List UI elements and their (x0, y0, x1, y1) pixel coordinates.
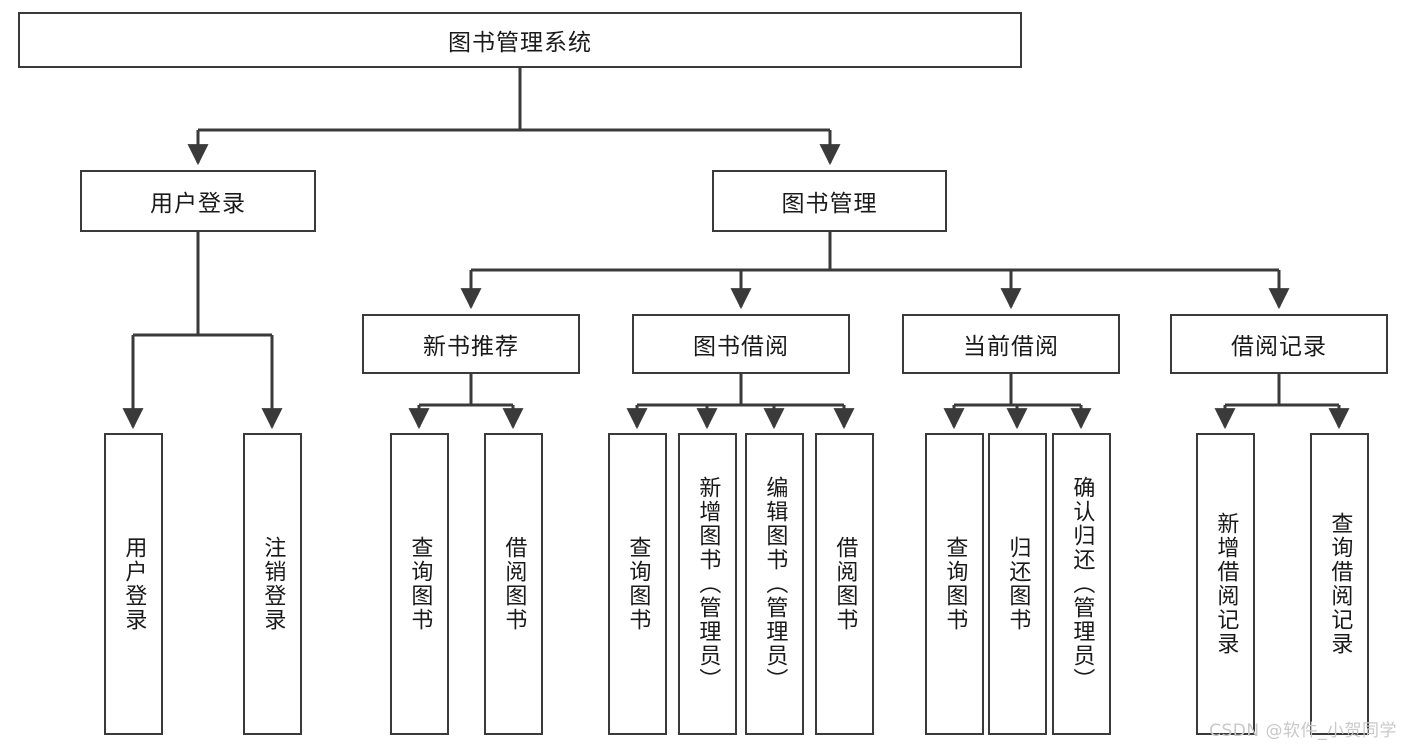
node-book-borrow[interactable]: 图书借阅 (632, 314, 850, 374)
leaf-label: 查询图书 (942, 536, 968, 632)
leaf-label: 查询借阅记录 (1327, 512, 1353, 656)
leaf-query-borrow-record[interactable]: 查询借阅记录 (1310, 433, 1369, 735)
leaf-query-books-borrow[interactable]: 查询图书 (608, 433, 667, 735)
leaf-logout[interactable]: 注销登录 (243, 433, 302, 735)
leaf-return-books[interactable]: 归还图书 (988, 433, 1047, 735)
leaf-label: 注销登录 (260, 536, 286, 632)
node-new-book-recommend[interactable]: 新书推荐 (362, 314, 580, 374)
node-borrow-records-label: 借阅记录 (1231, 334, 1327, 360)
node-book-management[interactable]: 图书管理 (712, 170, 947, 232)
node-current-borrow-label: 当前借阅 (963, 334, 1059, 360)
leaf-add-book-admin[interactable]: 新增图书（管理员） (678, 433, 737, 735)
leaf-user-login[interactable]: 用户登录 (104, 433, 163, 735)
node-new-book-recommend-label: 新书推荐 (423, 334, 519, 360)
leaf-label: 查询图书 (407, 536, 433, 632)
node-current-borrow[interactable]: 当前借阅 (902, 314, 1120, 374)
leaf-add-borrow-record[interactable]: 新增借阅记录 (1196, 433, 1255, 735)
leaf-label: 借阅图书 (501, 536, 527, 632)
node-user-login[interactable]: 用户登录 (80, 170, 316, 232)
leaf-label: 查询图书 (625, 536, 651, 632)
leaf-borrow-books[interactable]: 借阅图书 (815, 433, 874, 735)
node-user-login-label: 用户登录 (150, 191, 246, 217)
leaf-label: 确认归还（管理员） (1069, 476, 1095, 692)
node-book-management-label: 图书管理 (781, 191, 878, 217)
leaf-label: 新增借阅记录 (1213, 512, 1239, 656)
leaf-query-books-recommend[interactable]: 查询图书 (390, 433, 449, 735)
leaf-edit-book-admin[interactable]: 编辑图书（管理员） (745, 433, 804, 735)
node-borrow-records[interactable]: 借阅记录 (1170, 314, 1388, 374)
node-root-label: 图书管理系统 (448, 30, 592, 56)
leaf-label: 新增图书（管理员） (695, 476, 721, 692)
leaf-label: 编辑图书（管理员） (762, 476, 788, 692)
node-book-borrow-label: 图书借阅 (693, 334, 789, 360)
leaf-confirm-return-admin[interactable]: 确认归还（管理员） (1052, 433, 1111, 735)
watermark: CSDN @软件_小贺同学 (1209, 721, 1397, 741)
leaf-label: 归还图书 (1005, 536, 1031, 632)
leaf-borrow-books-recommend[interactable]: 借阅图书 (484, 433, 543, 735)
leaf-query-books-current[interactable]: 查询图书 (925, 433, 984, 735)
leaf-label: 用户登录 (121, 536, 147, 632)
node-root[interactable]: 图书管理系统 (18, 12, 1022, 68)
leaf-label: 借阅图书 (832, 536, 858, 632)
